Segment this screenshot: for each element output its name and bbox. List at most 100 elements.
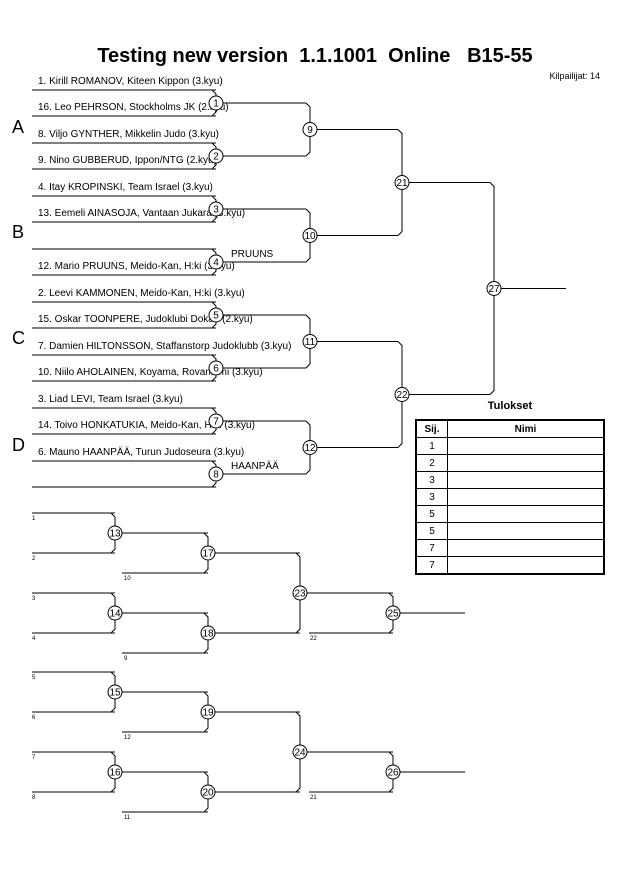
match-number-circle [292,744,308,760]
match-number: 4 [213,258,219,269]
competitor-entry: 7. Damien HILTONSSON, Staffanstorp Judok… [38,341,291,352]
match-number: 2 [213,152,219,163]
competitor-entry: 14. Toivo HONKATUKIA, Meido-Kan, H:ki (3… [38,420,255,431]
competitor-entry: 9. Nino GUBBERUD, Ippon/NTG (2.kyu) [38,155,217,166]
slot-number: 8 [32,795,36,801]
results-title: Tulokset [487,400,533,412]
results-row: 3 [415,488,605,506]
slot-number: 2 [32,556,36,562]
match-number: 1 [213,99,219,110]
match-number-circle [302,122,318,137]
match-number: 18 [202,629,214,640]
match-number-circle [385,764,401,780]
match-number: 21 [396,178,408,189]
match-number: 11 [305,337,316,348]
match-number-circle [385,605,401,621]
name-cell [447,488,605,506]
match-number-circle [107,684,123,700]
match-number-circle [208,466,224,482]
match-number: 24 [294,748,306,759]
place-cell: 5 [415,505,448,523]
match-number-circle [208,307,224,323]
pool-label: D [12,435,25,455]
match-number-circle [208,254,224,270]
side-entry-number: 12 [124,735,131,741]
name-header: Nimi [447,419,605,438]
match-number: 9 [307,125,313,136]
match-number-circle [208,360,224,376]
match-number: 16 [109,768,121,779]
name-cell [447,437,605,455]
name-cell [447,471,605,489]
match-number: 22 [396,390,408,401]
bye-winner-label: PRUUNS [231,249,274,260]
match-number: 7 [213,417,219,428]
match-number: 6 [213,364,219,375]
place-cell: 2 [415,454,448,472]
slot-number: 5 [32,675,36,681]
place-header: Sij. [415,419,448,438]
match-number: 3 [213,205,219,216]
competitor-entry: 15. Oskar TOONPERE, Judoklubi Dokan (2.k… [38,314,253,325]
competitor-entry: 1. Kirill ROMANOV, Kiteen Kippon (3.kyu) [38,76,223,87]
match-number-circle [200,784,216,800]
results-row: 2 [415,454,605,472]
match-number: 17 [202,549,214,560]
match-number: 15 [109,688,121,699]
side-entry-number: 11 [124,815,131,821]
results-row: 7 [415,556,605,575]
side-entry-number: 10 [124,576,131,582]
pool-label: B [12,222,24,242]
match-number-circle [107,525,123,541]
slot-number: 3 [32,596,36,602]
match-number-circle [208,95,224,111]
match-number-circle [208,413,224,429]
pool-label: C [12,328,25,348]
competitor-entry: 4. Itay KROPINSKI, Team Israel (3.kyu) [38,182,213,193]
match-number: 12 [304,443,316,454]
place-cell: 3 [415,488,448,506]
match-number: 26 [387,768,399,779]
match-number-circle [302,334,318,349]
results-row: 7 [415,539,605,557]
name-cell [447,556,605,575]
match-number-circle [302,440,318,455]
place-cell: 7 [415,556,448,575]
competitor-entry: 16. Leo PEHRSON, Stockholms JK (2.kyu) [38,102,229,113]
slot-number: 6 [32,715,36,721]
match-number-circle [208,148,224,164]
name-cell [447,539,605,557]
place-cell: 3 [415,471,448,489]
results-row: 1 [415,437,605,455]
match-number: 8 [213,470,219,481]
results-row: 5 [415,505,605,523]
match-number: 5 [213,311,219,322]
match-number: 13 [109,529,121,540]
match-number: 19 [202,708,214,719]
slot-number: 1 [32,516,36,522]
bye-winner-label: HAANPÄÄ [231,460,279,472]
match-number-circle [200,625,216,641]
place-cell: 7 [415,539,448,557]
match-number-circle [107,605,123,621]
competitor-entry: 2. Leevi KAMMONEN, Meido-Kan, H:ki (3.ky… [38,288,245,299]
match-number: 25 [387,609,399,620]
results-header-row: Sij. Nimi [415,419,605,438]
competitor-entry: 10. Niilo AHOLAINEN, Koyama, Rovaniemi (… [38,367,263,378]
participant-count: Kilpailijat: 14 [549,71,600,81]
name-cell [447,505,605,523]
match-number-circle [107,764,123,780]
competitor-entry: 13. Eemeli AINASOJA, Vantaan Jukara (3.k… [38,208,245,219]
competitor-entry: 3. Liad LEVI, Team Israel (3.kyu) [38,394,183,405]
match-number-circle [200,545,216,561]
match-number: 27 [488,284,500,295]
competitor-entry: 6. Mauno HAANPÄÄ, Turun Judoseura (3.kyu… [38,446,244,458]
match-number-circle [208,201,224,217]
results-row: 3 [415,471,605,489]
side-entry-number: 21 [310,795,317,801]
match-number-circle [302,228,318,243]
place-cell: 5 [415,522,448,540]
results-table: Sij. Nimi 1 2 3 3 5 5 7 7 [415,419,605,575]
match-number: 14 [109,609,121,620]
